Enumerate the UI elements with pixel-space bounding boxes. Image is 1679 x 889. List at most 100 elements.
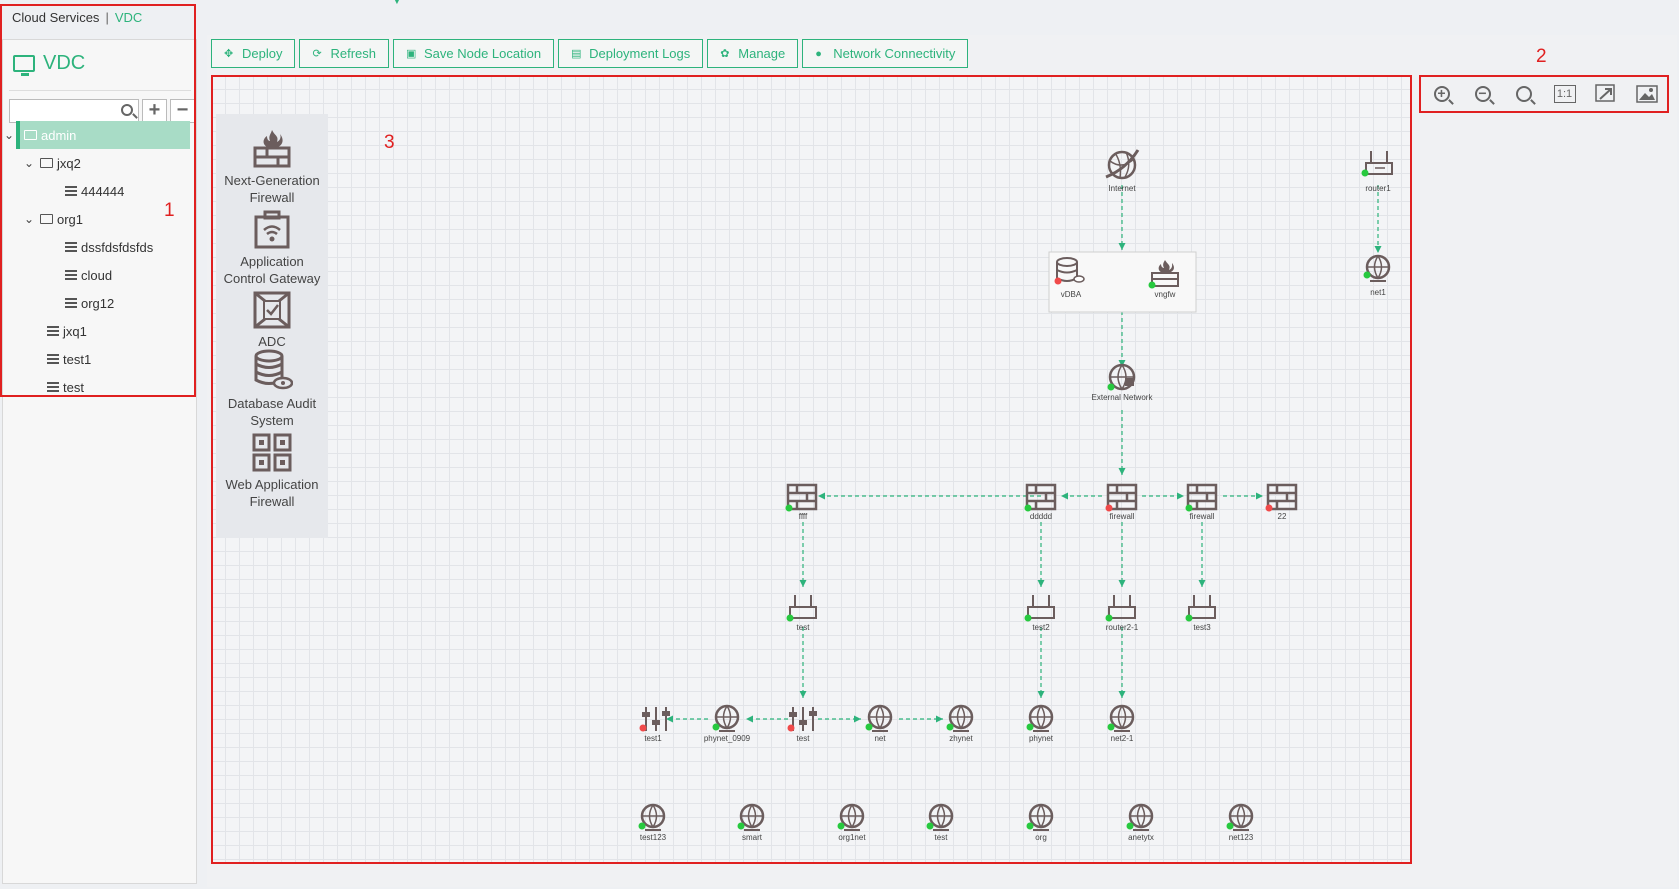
palette-label: ADC <box>258 334 286 349</box>
monitor-icon <box>13 55 35 76</box>
document-icon: ▤ <box>571 47 582 60</box>
node-router-test2[interactable]: test2 <box>1024 595 1055 632</box>
node-label: test <box>797 734 811 743</box>
node-label: test2 <box>1032 623 1050 632</box>
node-net-phynet0909[interactable]: phynet_0909 <box>704 704 751 743</box>
logs-label: Deployment Logs <box>589 46 691 61</box>
palette-item-das[interactable]: Database Audit System <box>216 349 328 429</box>
breadcrumb-root[interactable]: Cloud Services <box>12 9 100 25</box>
node-label: firewall <box>1190 512 1215 521</box>
chevron-down-icon[interactable]: ⌄ <box>24 156 35 170</box>
palette-label: Firewall <box>249 190 295 205</box>
node-switch-test[interactable]: test <box>787 707 818 743</box>
actual-size-button[interactable]: 1:1 <box>1552 81 1578 107</box>
node-label: org <box>1035 833 1047 842</box>
node-firewall-ffff[interactable]: ffff <box>785 483 818 521</box>
deploy-button[interactable]: ✥Deploy <box>211 39 296 68</box>
node-label: org1net <box>838 833 866 842</box>
deployment-logs-button[interactable]: ▤ Deployment Logs <box>558 39 704 68</box>
database-audit-icon <box>254 349 293 390</box>
node-net-test123[interactable]: test123 <box>638 803 667 842</box>
node-vdba[interactable]: vDBA <box>1054 257 1085 299</box>
tree-item-org12[interactable]: org12 <box>65 289 114 317</box>
fit-view-button[interactable] <box>1511 81 1537 107</box>
tree-item-label: org12 <box>81 295 115 311</box>
network-connectivity-button[interactable]: ●Network Connectivity <box>802 39 969 68</box>
node-net-net2-1[interactable]: net2-1 <box>1107 704 1135 743</box>
palette-label: Next-Generation <box>224 173 320 188</box>
tree-item-jxq1[interactable]: jxq1 <box>47 317 87 345</box>
save-image-button[interactable] <box>1634 81 1660 107</box>
topology-diagram[interactable]: Internet router1 net1 vDBA vngfw <box>211 75 1412 864</box>
node-router-test[interactable]: test <box>786 595 817 632</box>
node-label: zhynet <box>949 734 973 743</box>
firewall-flame-icon <box>253 130 291 168</box>
tree-item-test1[interactable]: test1 <box>47 345 91 373</box>
zoom-out-button[interactable]: − <box>1470 81 1496 107</box>
node-label: smart <box>742 833 763 842</box>
save-node-location-button[interactable]: ▣Save Node Location <box>393 39 555 68</box>
chevron-down-icon[interactable]: ⌄ <box>4 128 15 142</box>
node-router-2-1[interactable]: router2-1 <box>1105 595 1139 632</box>
node-label: net <box>874 734 886 743</box>
tree-item-label: 444444 <box>81 183 125 199</box>
tree-item-444444[interactable]: 444444 <box>65 177 124 205</box>
topology-canvas[interactable] <box>211 75 1411 864</box>
node-vngfw[interactable]: vngfw <box>1148 260 1179 299</box>
node-label: router1 <box>1365 184 1391 193</box>
zoom-in-button[interactable]: + <box>1429 81 1455 107</box>
node-firewall-22[interactable]: 22 <box>1265 483 1298 521</box>
palette-item-waf[interactable]: Web Application Firewall <box>216 432 328 510</box>
tree-item-org1[interactable]: ⌄ org1 <box>24 205 83 233</box>
deploy-label: Deploy <box>242 46 283 61</box>
node-router1[interactable]: router1 <box>1361 151 1393 193</box>
tree-item-jxq2[interactable]: ⌄ jxq2 <box>24 149 81 177</box>
node-net-net123[interactable]: net123 <box>1226 803 1254 842</box>
node-net1[interactable]: net1 <box>1363 254 1391 297</box>
node-net-phynet[interactable]: phynet <box>1026 704 1054 743</box>
node-internet[interactable]: Internet <box>1105 149 1140 193</box>
palette-item-adc[interactable]: ADC <box>216 289 328 350</box>
node-label: test1 <box>644 734 662 743</box>
remove-button[interactable]: − <box>170 99 195 123</box>
tree-item-admin[interactable]: admin <box>20 121 190 149</box>
list-icon <box>47 354 59 364</box>
palette-item-ngfw[interactable]: Next-Generation Firewall <box>216 128 328 206</box>
export-button[interactable] <box>1593 81 1619 107</box>
node-net-anetytx[interactable]: anetytx <box>1126 803 1154 842</box>
tree-item-dssfdsfdsfds[interactable]: dssfdsfdsfds <box>65 233 153 261</box>
node-firewall-2[interactable]: firewall <box>1185 483 1218 521</box>
tree-item-label: jxq1 <box>63 323 87 339</box>
zoom-controls: + − 1:1 <box>1419 75 1669 113</box>
tree-item-label: test <box>63 379 84 395</box>
chevron-down-icon[interactable]: ⌄ <box>24 212 35 226</box>
palette-label: Application <box>240 254 304 269</box>
tree-item-test[interactable]: test <box>47 373 84 401</box>
list-icon <box>65 270 77 280</box>
security-service-group[interactable] <box>1048 251 1197 313</box>
node-net-net[interactable]: net <box>865 704 893 743</box>
node-label: ffff <box>799 512 808 521</box>
node-firewall-ddddd[interactable]: ddddd <box>1024 483 1057 521</box>
node-label: External Network <box>1092 393 1154 402</box>
node-label: vngfw <box>1155 290 1176 299</box>
node-firewall-main[interactable]: firewall <box>1105 483 1138 521</box>
search-input[interactable] <box>10 100 115 122</box>
refresh-button[interactable]: ⟳Refresh <box>299 39 389 68</box>
node-label: 22 <box>1278 512 1287 521</box>
node-router-test3[interactable]: test3 <box>1185 595 1216 632</box>
node-net-org[interactable]: org <box>1026 803 1054 842</box>
node-net-smart[interactable]: smart <box>737 803 765 842</box>
palette-label: Web Application <box>225 477 319 492</box>
node-net-test[interactable]: test <box>926 803 954 842</box>
node-label: anetytx <box>1128 833 1154 842</box>
node-net-zhynet[interactable]: zhynet <box>946 704 974 743</box>
node-switch-test1[interactable]: test1 <box>639 707 671 743</box>
palette-label: System <box>250 413 294 428</box>
node-external-network[interactable]: External Network <box>1092 363 1154 402</box>
manage-button[interactable]: ✿Manage <box>707 39 799 68</box>
palette-item-acg[interactable]: Application Control Gateway <box>216 209 328 287</box>
search-icon[interactable] <box>121 104 133 116</box>
tree-item-cloud[interactable]: cloud <box>65 261 112 289</box>
node-net-org1net[interactable]: org1net <box>837 803 867 842</box>
